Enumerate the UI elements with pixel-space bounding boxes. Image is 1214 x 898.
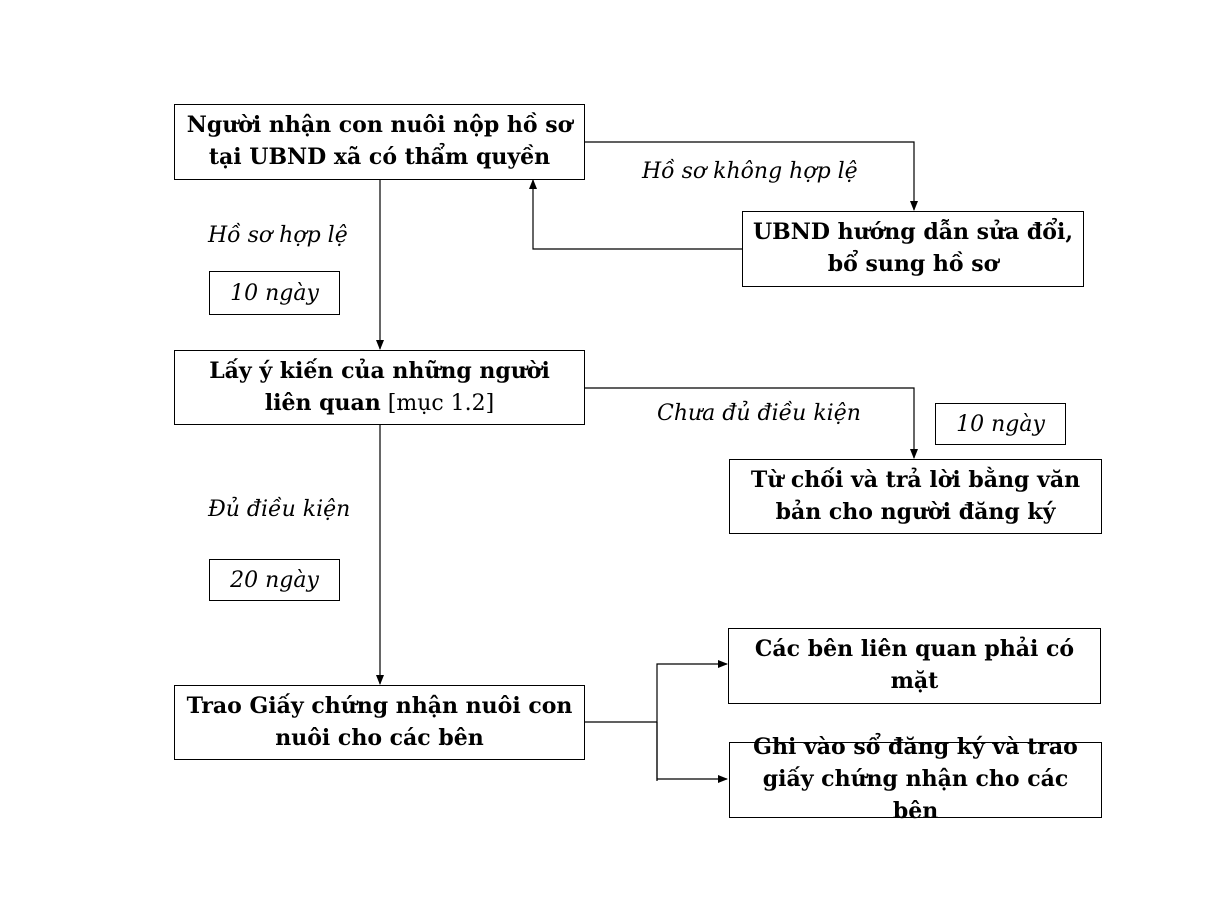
arrow-guide-to-submit <box>529 179 742 250</box>
reject-text: Từ chối và trả lời bằng văn bản cho ngườ… <box>750 466 1081 525</box>
duration-eligible-20-days: 20 ngày <box>209 559 340 601</box>
duration-valid-10-days: 10 ngày <box>209 271 340 315</box>
submit-application-text: Người nhận con nuôi nộp hồ sơ tại UBND x… <box>186 112 573 170</box>
consult-stakeholders-box: Lấy ý kiến của những người liên quan [mụ… <box>174 350 585 425</box>
record-register-box: Ghi vào sổ đăng ký và trao giấy chứng nh… <box>729 734 1102 824</box>
reject-box: Từ chối và trả lời bằng văn bản cho ngườ… <box>729 459 1102 534</box>
guide-revision-text: UBND hướng dẫn sửa đổi, bổ sung hồ sơ <box>753 219 1073 277</box>
grant-certificate-text: Trao Giấy chứng nhận nuôi con nuôi cho c… <box>186 692 573 751</box>
record-register-text: Ghi vào sổ đăng ký và trao giấy chứng nh… <box>753 734 1078 824</box>
label-valid-application: Hồ sơ hợp lệ <box>208 223 348 248</box>
submit-application-box: Người nhận con nuôi nộp hồ sơ tại UBND x… <box>174 104 585 180</box>
consult-stakeholders-text: Lấy ý kiến của những người liên quan [mụ… <box>183 356 576 420</box>
arrow-consult-to-reject <box>585 387 918 459</box>
guide-revision-box: UBND hướng dẫn sửa đổi, bổ sung hồ sơ <box>742 211 1084 287</box>
consult-stakeholders-ref: [mục 1.2] <box>380 390 495 416</box>
label-not-eligible: Chưa đủ điều kiện <box>657 401 861 426</box>
grant-certificate-box: Trao Giấy chứng nhận nuôi con nuôi cho c… <box>174 685 585 760</box>
parties-present-text: Các bên liên quan phải có mặt <box>754 636 1075 694</box>
arrow-submit-to-guide <box>585 141 918 211</box>
label-eligible: Đủ điều kiện <box>208 497 351 522</box>
label-invalid-application: Hồ sơ không hợp lệ <box>642 159 858 184</box>
consult-stakeholders-bold: Lấy ý kiến của những người liên quan <box>209 357 550 416</box>
arrow-branch-to-record <box>656 722 728 783</box>
arrow-branch-to-present <box>656 660 728 781</box>
duration-not-eligible-10-days: 10 ngày <box>935 403 1066 445</box>
parties-present-box: Các bên liên quan phải có mặt <box>728 628 1101 704</box>
